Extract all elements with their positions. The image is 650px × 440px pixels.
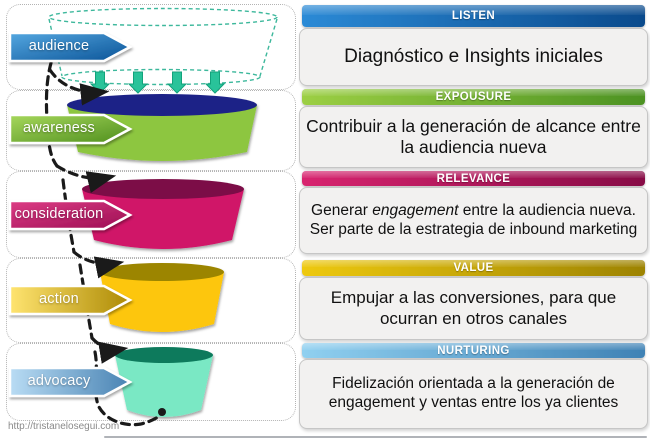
panel-body-value: Empujar a las conversiones, para que ocu…: [299, 277, 648, 340]
funnel-svg: [8, 7, 278, 427]
stage-arrow-action: [8, 284, 133, 316]
source-url: http://tristanelosegui.com: [8, 421, 120, 432]
panel-header-listen: LISTEN: [302, 5, 645, 27]
funnel-bucket-action: [100, 263, 224, 332]
panel-body-relevance-text: Generar engagement entre la audiencia nu…: [306, 202, 641, 240]
panel-body-listen: Diagnóstico e Insights iniciales: [299, 28, 648, 86]
row-box-audience: [6, 4, 296, 90]
stage-arrow-audience: [8, 31, 133, 63]
row-box-awareness: [6, 90, 296, 171]
panel-row-relevance: RELEVANCE Generar engagement entre la au…: [299, 171, 648, 254]
stage-label-audience: audience: [28, 38, 90, 54]
panel-header-expousure-text: EXPOUSURE: [435, 91, 512, 103]
row-box-action: [6, 258, 296, 343]
panel-row-expousure: EXPOUSURE Contribuir a la generación de …: [299, 89, 648, 168]
panel-header-listen-text: LISTEN: [451, 10, 496, 22]
stage-label-awareness: awareness: [23, 120, 95, 136]
panel-header-nurturing: NURTURING: [302, 343, 645, 358]
stage-arrow-advocacy: [8, 366, 133, 398]
panel-body-expousure-text: Contribuir a la generación de alcance en…: [306, 115, 641, 157]
panel-row-value: VALUE Empujar a las conversiones, para q…: [299, 260, 648, 340]
panel-body-relevance: Generar engagement entre la audiencia nu…: [299, 187, 648, 254]
funnel-bucket-consideration: [82, 179, 244, 249]
panel-body-listen-text: Diagnóstico e Insights iniciales: [344, 46, 603, 68]
bottom-divider: [104, 436, 647, 438]
panel-header-nurturing-text: NURTURING: [437, 344, 510, 357]
stage-label-consideration: consideration: [14, 206, 104, 222]
relevance-body-italic: engagement: [372, 201, 459, 219]
panel-body-value-text: Empujar a las conversiones, para que ocu…: [330, 287, 617, 328]
panel-row-nurturing: NURTURING Fidelización orientada a la ge…: [299, 343, 648, 429]
panel-header-relevance: RELEVANCE: [302, 171, 645, 186]
drop-arrows-icon: [89, 71, 226, 94]
stage-arrow-consideration: [8, 199, 133, 231]
panel-header-value: VALUE: [302, 260, 645, 276]
stage-label-action: action: [39, 291, 79, 307]
relevance-body-prefix: Generar: [311, 201, 373, 219]
flow-end-dot: [158, 408, 166, 416]
funnel-bucket-awareness: [67, 94, 257, 161]
panel-body-expousure: Contribuir a la generación de alcance en…: [299, 106, 648, 168]
panel-header-relevance-text: RELEVANCE: [436, 172, 511, 185]
panel-body-nurturing: Fidelización orientada a la generación d…: [299, 359, 648, 429]
panel-header-value-text: VALUE: [453, 262, 494, 274]
panel-header-expousure: EXPOUSURE: [302, 89, 645, 105]
relevance-body-suffix: entre la audiencia nueva. Ser parte de l…: [309, 201, 638, 238]
row-box-consideration: [6, 171, 296, 258]
panel-row-listen: LISTEN Diagnóstico e Insights iniciales: [299, 5, 648, 86]
panel-body-nurturing-text: Fidelización orientada a la generación d…: [328, 375, 619, 411]
stage-label-advocacy: advocacy: [27, 373, 91, 389]
stage-arrow-awareness: [8, 113, 133, 145]
funnel-bucket-advocacy: [115, 347, 213, 417]
